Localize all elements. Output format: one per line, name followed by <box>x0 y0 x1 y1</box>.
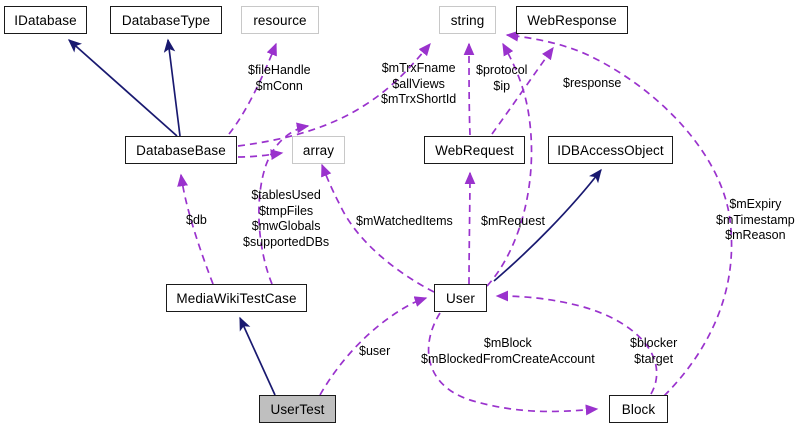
edge-label-line: $protocol <box>476 63 528 77</box>
node-usertest[interactable]: UserTest <box>259 395 336 423</box>
edge-label-mblock: $mBlock $mBlockedFromCreateAccount <box>421 336 595 367</box>
edge-label-filehandle: $fileHandle $mConn <box>248 63 311 94</box>
node-databasebase[interactable]: DatabaseBase <box>125 136 237 164</box>
edge-label-line: $tmpFiles <box>258 203 314 218</box>
edge-label-user: $user <box>359 344 390 360</box>
edge-label-line: $allViews <box>392 76 445 91</box>
node-label: DatabaseBase <box>136 142 226 158</box>
node-label: IDBAccessObject <box>557 142 664 158</box>
node-webrequest[interactable]: WebRequest <box>424 136 525 164</box>
edge-label-blocker: $blocker $target <box>630 336 677 367</box>
edge-block-string <box>505 30 733 397</box>
edge-label-line: $mTimestamp <box>716 212 795 227</box>
edge-label-tablesused: $tablesUsed $tmpFiles $mwGlobals $suppor… <box>243 188 329 250</box>
edge-databasebase-databasetype <box>163 38 181 137</box>
edge-label-mrequest: $mRequest <box>481 214 545 230</box>
edge-user-block <box>427 312 599 416</box>
edge-user-webrequest <box>464 171 476 285</box>
edge-webrequest-string <box>463 42 475 136</box>
edge-webrequest-webresponse <box>491 46 554 135</box>
node-label: IDatabase <box>14 12 77 28</box>
node-label: resource <box>253 12 307 28</box>
edge-user-array <box>321 163 435 293</box>
edge-label-line: $db <box>186 213 207 227</box>
node-label: WebResponse <box>527 12 617 28</box>
node-label: Block <box>621 401 656 417</box>
edge-label-line: $mTrxShortId <box>381 92 457 106</box>
edge-databasebase-resource <box>228 42 277 135</box>
edge-user-string <box>486 42 533 287</box>
edge-databasebase-string <box>237 42 431 147</box>
edge-label-line: $mWatchedItems <box>356 214 453 228</box>
node-idatabase[interactable]: IDatabase <box>4 6 87 34</box>
edge-label-line: $supportedDBs <box>243 234 330 249</box>
edge-label-response: $response <box>563 76 621 92</box>
edge-label-line: $mBlockedFromCreateAccount <box>421 351 595 366</box>
edge-label-line: $ip <box>493 78 511 93</box>
edge-label-line: $target <box>634 351 674 366</box>
edge-label-mtrxfname: $mTrxFname $allViews $mTrxShortId <box>381 61 456 108</box>
edge-label-line: $mExpiry <box>729 197 782 211</box>
edge-label-line: $mBlock <box>483 336 532 350</box>
node-label: string <box>450 12 485 28</box>
edge-label-db: $db <box>186 213 207 229</box>
edge-block-user <box>495 290 658 395</box>
edge-label-line: $blocker <box>630 336 678 350</box>
node-user[interactable]: User <box>434 284 487 312</box>
node-string[interactable]: string <box>439 6 496 34</box>
edge-usertest-user <box>319 296 428 396</box>
node-resource[interactable]: resource <box>241 6 319 34</box>
node-idbaccessobject[interactable]: IDBAccessObject <box>548 136 673 164</box>
node-label: UserTest <box>270 401 325 417</box>
node-label: WebRequest <box>435 142 514 158</box>
edge-label-line: $response <box>563 76 622 90</box>
node-array[interactable]: array <box>292 136 345 164</box>
edge-user-idbaccessobject <box>493 168 602 282</box>
edge-label-line: $mReason <box>725 228 786 242</box>
edge-mediawikitestcase-databasebase <box>177 173 214 285</box>
edge-label-line: $user <box>359 344 391 358</box>
edge-label-mexpiry: $mExpiry $mTimestamp $mReason <box>716 197 795 244</box>
edge-databasebase-array <box>237 149 284 160</box>
edge-label-line: $mRequest <box>481 214 545 228</box>
edge-label-line: $fileHandle <box>248 63 311 77</box>
node-label: DatabaseType <box>121 12 211 28</box>
node-webresponse[interactable]: WebResponse <box>516 6 628 34</box>
node-block[interactable]: Block <box>609 395 668 423</box>
node-label: MediaWikiTestCase <box>176 290 297 306</box>
edge-usertest-mediawikitestcase <box>239 316 276 396</box>
node-label: User <box>446 290 475 306</box>
edge-label-line: $mTrxFname <box>381 61 456 75</box>
node-label: array <box>302 142 335 158</box>
edge-label-line: $mConn <box>255 78 303 93</box>
node-mediawikitestcase[interactable]: MediaWikiTestCase <box>166 284 307 312</box>
edge-databasebase-idatabase <box>67 39 178 137</box>
edge-mediawikitestcase-array <box>258 122 310 285</box>
edge-label-mwatcheditems: $mWatchedItems <box>356 214 453 230</box>
edge-label-line: $mwGlobals <box>251 219 321 233</box>
node-databasetype[interactable]: DatabaseType <box>110 6 222 34</box>
edge-label-line: $tablesUsed <box>251 188 321 202</box>
edge-label-protocol: $protocol $ip <box>476 63 527 94</box>
